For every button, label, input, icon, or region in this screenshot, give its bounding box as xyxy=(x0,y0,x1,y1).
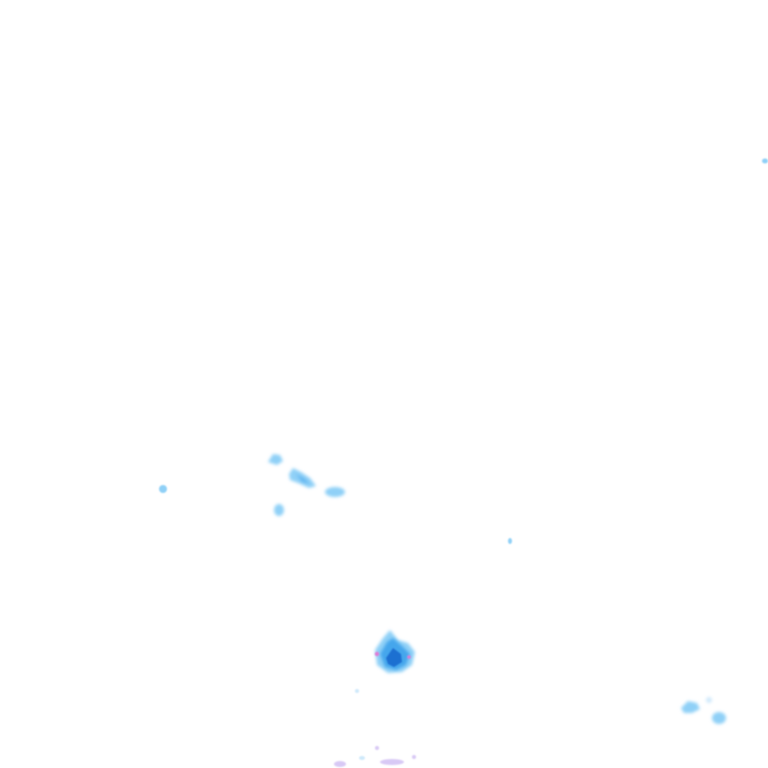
radar-echo-cell-south-mixed xyxy=(334,746,416,767)
radar-echo-cell-southeast xyxy=(681,697,726,724)
radar-echo-cell-west-3 xyxy=(325,487,345,497)
radar-echo-cell-west-5 xyxy=(159,485,167,493)
radar-echo-speck xyxy=(762,158,768,164)
radar-echo-cell-west-4 xyxy=(274,504,284,516)
radar-echo-cell-main xyxy=(374,630,415,673)
radar-echo-cell-west-1 xyxy=(268,454,283,465)
radar-echo-speck xyxy=(355,689,359,693)
radar-echo-cell-west-2 xyxy=(289,468,316,488)
radar-echo-speck xyxy=(508,538,512,544)
